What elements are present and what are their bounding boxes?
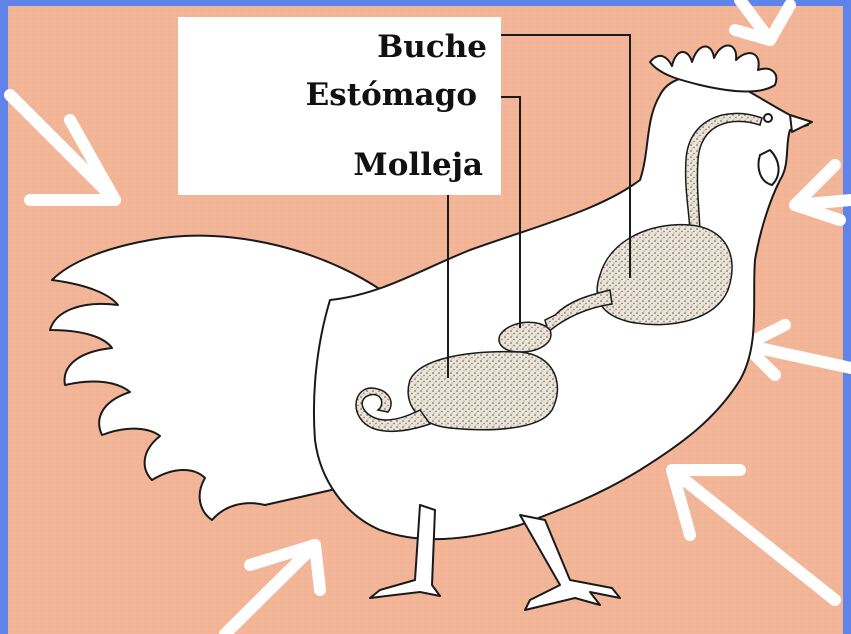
crop-label: Buche — [377, 32, 487, 63]
stomach-label: Estómago — [306, 80, 477, 111]
gizzard-organ — [408, 352, 557, 430]
labels-box: Buche Estómago Molleja — [178, 17, 501, 195]
gizzard-label: Molleja — [353, 150, 483, 181]
eye — [764, 114, 772, 122]
